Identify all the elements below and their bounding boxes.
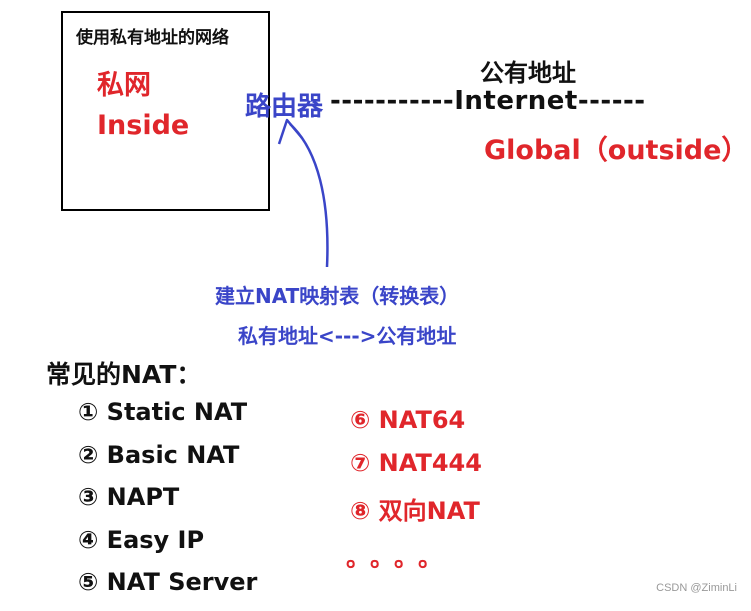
list-item: ⑦ NAT444 <box>350 448 482 477</box>
common-nat-list: ① Static NAT ② Basic NAT ③ NAPT ④ Easy I… <box>78 398 257 611</box>
address-mapping-annotation: 私有地址<--->公有地址 <box>238 324 457 348</box>
extra-nat-list: ⑥ NAT64 ⑦ NAT444 ⑧ 双向NAT <box>350 406 482 534</box>
global-outside-label: Global（outside） <box>484 135 749 166</box>
list-item: ① Static NAT <box>78 398 248 426</box>
list-item: ⑥ NAT64 <box>350 406 466 434</box>
private-network-box <box>61 11 270 211</box>
inside-label: Inside <box>97 110 190 141</box>
list-item: ④ Easy IP <box>78 525 205 554</box>
more-ellipsis: 。。。。 <box>346 544 454 572</box>
list-item: ② Basic NAT <box>78 440 240 469</box>
nat-table-annotation: 建立NAT映射表（转换表） <box>215 284 460 308</box>
common-nat-title: 常见的NAT： <box>46 360 202 389</box>
watermark: CSDN @ZiminLi <box>656 582 737 594</box>
private-network-label: 私网 <box>97 70 151 101</box>
private-network-title: 使用私有地址的网络 <box>76 28 229 48</box>
router-label: 路由器 <box>245 92 324 122</box>
list-item: ⑧ 双向NAT <box>350 497 480 525</box>
list-item: ⑤ NAT Server <box>78 568 258 596</box>
internet-link: -----------Internet------ <box>330 86 646 116</box>
public-address-label: 公有地址 <box>480 59 576 87</box>
list-item: ③ NAPT <box>78 483 180 511</box>
